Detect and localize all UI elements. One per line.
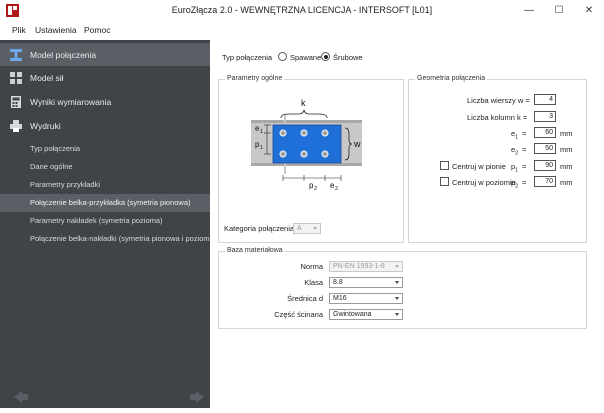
e1-eq: = xyxy=(522,129,527,138)
e2-eq: = xyxy=(522,145,527,154)
printer-icon xyxy=(10,119,22,132)
radio-bolted-label[interactable]: Śrubowe xyxy=(333,53,363,62)
class-label: Klasa xyxy=(304,278,323,287)
menu-settings[interactable]: Ustawienia xyxy=(35,25,77,35)
e1-input[interactable]: 60 xyxy=(534,127,556,138)
sidebar-item-label: Model sił xyxy=(30,72,64,83)
menu-file[interactable]: Plik xyxy=(12,25,26,35)
sidebar-item-label: Model połączenia xyxy=(30,49,97,60)
sidebar-subitem-connection-type[interactable]: Typ połączenia xyxy=(30,144,81,153)
chevron-down-icon xyxy=(395,297,399,300)
calculator-icon xyxy=(11,95,21,108)
diagram-label-w: w xyxy=(353,139,361,149)
diagram-label-p1: p xyxy=(255,140,260,149)
sidebar-subitem-splice-params[interactable]: Parametry przykładki xyxy=(30,180,101,189)
diagram-label-k: k xyxy=(301,98,306,108)
cols-label: Liczba kolumn k = xyxy=(467,113,528,122)
radio-welded[interactable] xyxy=(278,52,287,61)
e2-label: e2 xyxy=(511,145,519,157)
sidebar-item-label: Wydruki xyxy=(30,120,61,131)
diagram-label-p2-sub: 2 xyxy=(314,186,317,192)
diameter-value: M16 xyxy=(333,295,347,302)
cols-input[interactable]: 3 xyxy=(534,111,556,122)
center-vertical-label[interactable]: Centruj w pionie xyxy=(452,162,506,171)
diagram-label-e1: e xyxy=(255,124,260,133)
center-horizontal-label[interactable]: Centruj w poziomie xyxy=(452,178,516,187)
diagram-label-e1-sub: 1 xyxy=(260,129,263,135)
geometry-title: Geometria połączenia xyxy=(415,75,488,82)
connection-type-label: Typ połączenia xyxy=(222,53,273,62)
material-group: Baza materiałowa Norma PN-EN 1993-1-8 Kl… xyxy=(218,247,587,329)
class-select[interactable]: 8.8 xyxy=(329,277,403,288)
rows-label: Liczba wierszy w = xyxy=(467,96,530,105)
p2-unit: mm xyxy=(560,178,573,187)
norm-label: Norma xyxy=(300,262,323,271)
diagram-label-p1-sub: 1 xyxy=(260,145,263,151)
material-title: Baza materiałowa xyxy=(225,247,285,254)
category-label: Kategoria połączenia xyxy=(224,224,295,233)
general-params-title: Parametry ogólne xyxy=(225,75,285,82)
norm-select: PN-EN 1993-1-8 xyxy=(329,261,403,272)
sidebar: Model połączenia Model sił Wyniki wymiar… xyxy=(0,40,210,408)
chevron-down-icon xyxy=(395,265,399,268)
minimize-button[interactable]: — xyxy=(524,5,534,16)
chevron-down-icon xyxy=(313,227,317,230)
p1-input[interactable]: 90 xyxy=(534,160,556,171)
arrow-left-icon[interactable] xyxy=(14,391,28,403)
shear-value: Gwintowana xyxy=(333,311,372,318)
category-value: A xyxy=(297,225,302,232)
sidebar-item-label: Wyniki wymiarowania xyxy=(30,96,112,107)
diagram-label-e2: e xyxy=(330,181,335,190)
title-bar: EuroZłącza 2.0 - WEWNĘTRZNA LICENCJA - I… xyxy=(0,0,604,21)
p1-label: p1 xyxy=(511,162,519,174)
beam-icon xyxy=(10,48,22,61)
chevron-down-icon xyxy=(395,281,399,284)
diameter-select[interactable]: M16 xyxy=(329,293,403,304)
p1-eq: = xyxy=(522,162,527,171)
chevron-down-icon xyxy=(395,313,399,316)
app-logo-icon xyxy=(6,4,19,17)
window-title: EuroZłącza 2.0 - WEWNĘTRZNA LICENCJA - I… xyxy=(171,5,433,15)
menu-help[interactable]: Pomoc xyxy=(84,25,111,35)
e1-label: e1 xyxy=(511,129,519,141)
connection-diagram: k w e 1 p 1 p 2 e 2 xyxy=(251,98,362,192)
grid-icon xyxy=(10,71,22,84)
shear-select[interactable]: Gwintowana xyxy=(329,309,403,320)
center-vertical-checkbox[interactable] xyxy=(440,161,449,170)
shear-label: Część ścinana xyxy=(274,310,323,319)
main-content: Typ połączenia Spawane Śrubowe Parametry… xyxy=(210,40,604,408)
window-bottom-edge xyxy=(0,408,604,413)
sidebar-item-force-model[interactable]: Model sił xyxy=(0,66,210,89)
p2-label: p2 xyxy=(511,178,519,190)
e2-input[interactable]: 50 xyxy=(534,143,556,154)
rows-input[interactable]: 4 xyxy=(534,94,556,105)
diagram-label-p2: p xyxy=(309,181,314,190)
maximize-button[interactable]: ☐ xyxy=(554,5,564,16)
sidebar-subitem-beam-cover-plates[interactable]: Połączenie belka-nakładki (symetria pion… xyxy=(30,234,210,243)
sidebar-subitem-beam-splice-vertical[interactable]: Połączenie belka-przykładka (symetria pi… xyxy=(0,194,210,212)
sidebar-item-printouts[interactable]: Wydruki xyxy=(0,114,210,137)
radio-bolted[interactable] xyxy=(321,52,330,61)
close-button[interactable]: ✕ xyxy=(584,5,594,16)
p2-input[interactable]: 70 xyxy=(534,176,556,187)
radio-welded-label[interactable]: Spawane xyxy=(290,53,322,62)
general-params-group: Parametry ogólne xyxy=(218,75,404,243)
diagram-label-e2-sub: 2 xyxy=(335,186,338,192)
e1-unit: mm xyxy=(560,129,573,138)
class-value: 8.8 xyxy=(333,279,343,286)
arrow-right-icon[interactable] xyxy=(190,391,204,403)
center-horizontal-checkbox[interactable] xyxy=(440,177,449,186)
diameter-label: Średnica d xyxy=(287,294,323,303)
menu-bar: Plik Ustawienia Pomoc xyxy=(0,21,604,40)
p1-unit: mm xyxy=(560,162,573,171)
sidebar-subitem-general-data[interactable]: Dane ogólne xyxy=(30,162,73,171)
e2-unit: mm xyxy=(560,145,573,154)
p2-eq: = xyxy=(522,178,527,187)
category-select: A xyxy=(293,223,321,234)
geometry-group: Geometria połączenia Liczba wierszy w = … xyxy=(408,75,587,243)
norm-value: PN-EN 1993-1-8 xyxy=(333,263,385,270)
sidebar-item-connection-model[interactable]: Model połączenia xyxy=(0,43,210,66)
sidebar-subitem-cover-plates-horizontal[interactable]: Parametry nakładek (symetria pozioma) xyxy=(30,216,163,225)
sidebar-item-results[interactable]: Wyniki wymiarowania xyxy=(0,90,210,113)
